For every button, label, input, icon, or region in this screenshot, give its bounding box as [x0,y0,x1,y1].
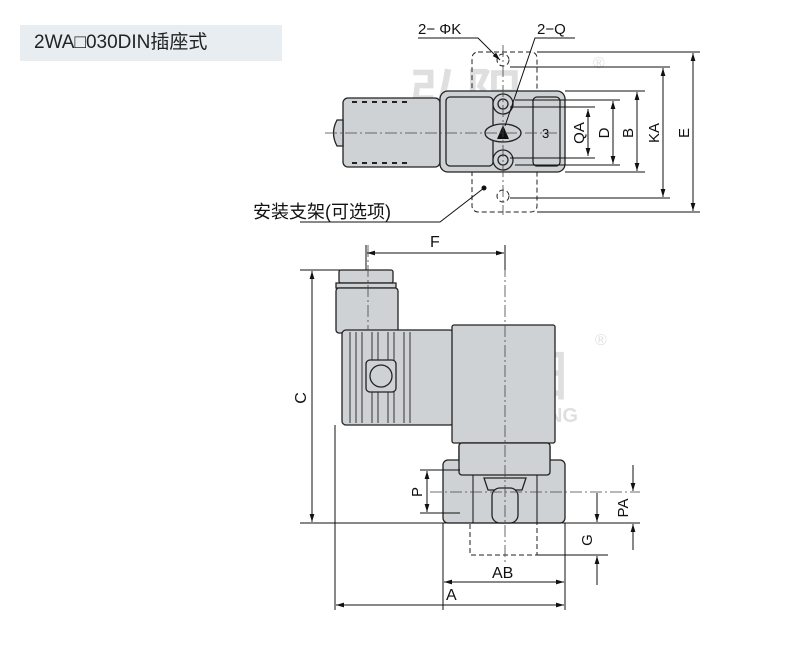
svg-text:®: ® [595,332,607,349]
top-view: 3 2− ΦK 2−Q 安装支架(可选项) QA D B KA E [253,21,700,223]
dim-qa: QA [571,122,588,144]
model-title: 2WA□030DIN插座式 [20,25,282,61]
dim-e: E [676,128,693,138]
dim-d: D [596,127,613,138]
din-connector [335,287,399,334]
dim-c: C [293,392,310,404]
dim-ka: KA [646,123,663,143]
port-label: 2−Q [537,21,566,38]
hole-label: 2− ΦK [418,21,461,38]
dim-pa: PA [615,499,632,518]
port-number: 3 [542,126,549,141]
dim-g: G [579,534,596,546]
dim-f: F [430,234,440,251]
dim-b: B [620,128,637,138]
connector-body [341,329,455,426]
dim-a: A [446,587,457,604]
connector-nut [338,269,394,284]
svg-text:®: ® [593,55,605,72]
front-view: F C P PA G AB A [293,234,640,610]
coil-cylinder [342,97,441,168]
coil [451,324,556,444]
dim-ab: AB [492,565,513,582]
bracket-label: 安装支架(可选项) [253,202,391,222]
dim-p: P [409,487,426,497]
